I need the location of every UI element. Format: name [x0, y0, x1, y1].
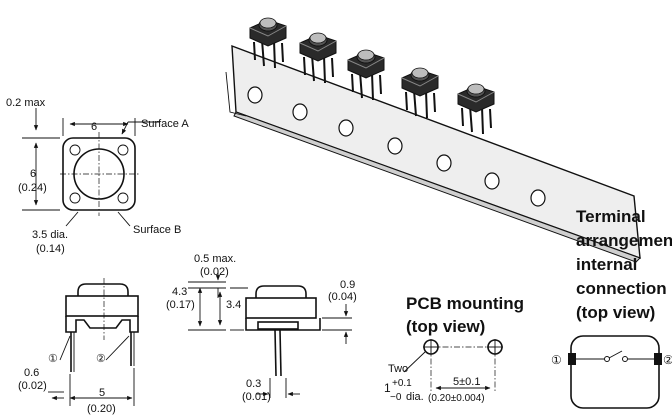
pcb-dia-base: 1 — [384, 381, 391, 395]
pcb-title-line1: PCB mounting — [406, 294, 524, 313]
top-height-label: 6 — [30, 168, 36, 180]
pcb-pitch-label: 5±0.1 — [453, 376, 480, 388]
top-width-label: 6 — [91, 121, 97, 133]
side-lead-label: 0.3 — [246, 378, 261, 390]
terminal-pin1-label: ① — [551, 353, 562, 367]
pcb-mounting-drawing: PCB mounting (top view) Two 1 +0.1 −0 di… — [384, 294, 524, 404]
internal-connection-schematic: ② — [568, 335, 672, 409]
lead-width-label: 0.6 — [24, 367, 39, 379]
pcb-pitch-inch: (0.20±0.004) — [428, 393, 485, 404]
pcb-dia-minus: −0 — [390, 392, 402, 403]
side-max-label: 0.5 max. — [194, 253, 236, 265]
pin-pitch-inch: (0.20) — [87, 403, 116, 415]
base-thickness-label: 0.9 — [340, 279, 355, 291]
terminal-title-line5: (top view) — [576, 303, 655, 322]
pcb-title-line2: (top view) — [406, 317, 485, 336]
front-pin2-label: ② — [96, 353, 106, 365]
surface-a-label: Surface A — [141, 118, 189, 130]
side-max-inch: (0.02) — [200, 266, 229, 278]
side-inner-height: 3.4 — [226, 299, 241, 311]
front-view-drawing: ① ② 0.6 (0.02) 5 (0.20) — [18, 278, 139, 415]
side-view-drawing: 0.5 max. (0.02) 4.3 (0.17) 3.4 0.9 (0.04… — [166, 253, 357, 403]
pcb-dia-plus: +0.1 — [392, 378, 412, 389]
base-thickness-inch: (0.04) — [328, 291, 357, 303]
front-pin1-label: ① — [48, 353, 58, 365]
terminal-pin2-label: ② — [663, 353, 672, 367]
terminal-arrangement-drawing: Terminal arrangement internal connection… — [551, 207, 672, 409]
lead-width-inch: (0.02) — [18, 380, 47, 392]
pcb-dia-unit: dia. — [406, 391, 424, 403]
terminal-title-line4: connection — [576, 279, 667, 298]
side-height-label: 4.3 — [172, 286, 187, 298]
pin-pitch-label: 5 — [99, 387, 105, 399]
terminal-title-line2: arrangement — [576, 231, 672, 250]
top-max-label: 0.2 max — [6, 97, 46, 109]
top-height-inch: (0.24) — [18, 182, 47, 194]
plunger-dia-inch: (0.14) — [36, 243, 65, 255]
taped-switch-illustration — [225, 17, 641, 263]
terminal-title-line1: Terminal — [576, 207, 646, 226]
pcb-two-label: Two — [388, 363, 408, 375]
side-height-inch: (0.17) — [166, 299, 195, 311]
plunger-dia-label: 3.5 dia. — [32, 229, 68, 241]
top-view-drawing: 0.2 max 6 Surface A 6 (0.24) 3.5 dia. (0… — [6, 97, 189, 255]
side-lead-inch: (0.01) — [242, 391, 271, 403]
surface-b-label: Surface B — [133, 224, 181, 236]
terminal-title-line3: internal — [576, 255, 637, 274]
